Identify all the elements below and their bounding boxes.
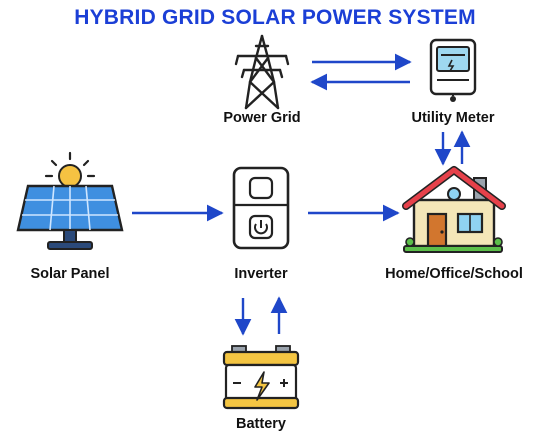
power-grid-label: Power Grid bbox=[223, 110, 301, 126]
electric-meter-icon bbox=[429, 38, 477, 102]
solar-panel-icon bbox=[16, 151, 124, 250]
home-office-school-label: Home/Office/School bbox=[385, 266, 523, 282]
inverter-icon bbox=[232, 166, 290, 250]
utility-meter-label: Utility Meter bbox=[411, 110, 495, 126]
diagram-title: HYBRID GRID SOLAR POWER SYSTEM bbox=[74, 6, 476, 29]
transmission-tower-icon bbox=[234, 34, 290, 110]
solar-panel-label: Solar Panel bbox=[30, 266, 110, 282]
house-icon bbox=[402, 166, 506, 253]
inverter-label: Inverter bbox=[234, 266, 288, 282]
battery-icon bbox=[222, 345, 300, 410]
battery-label: Battery bbox=[236, 416, 286, 432]
